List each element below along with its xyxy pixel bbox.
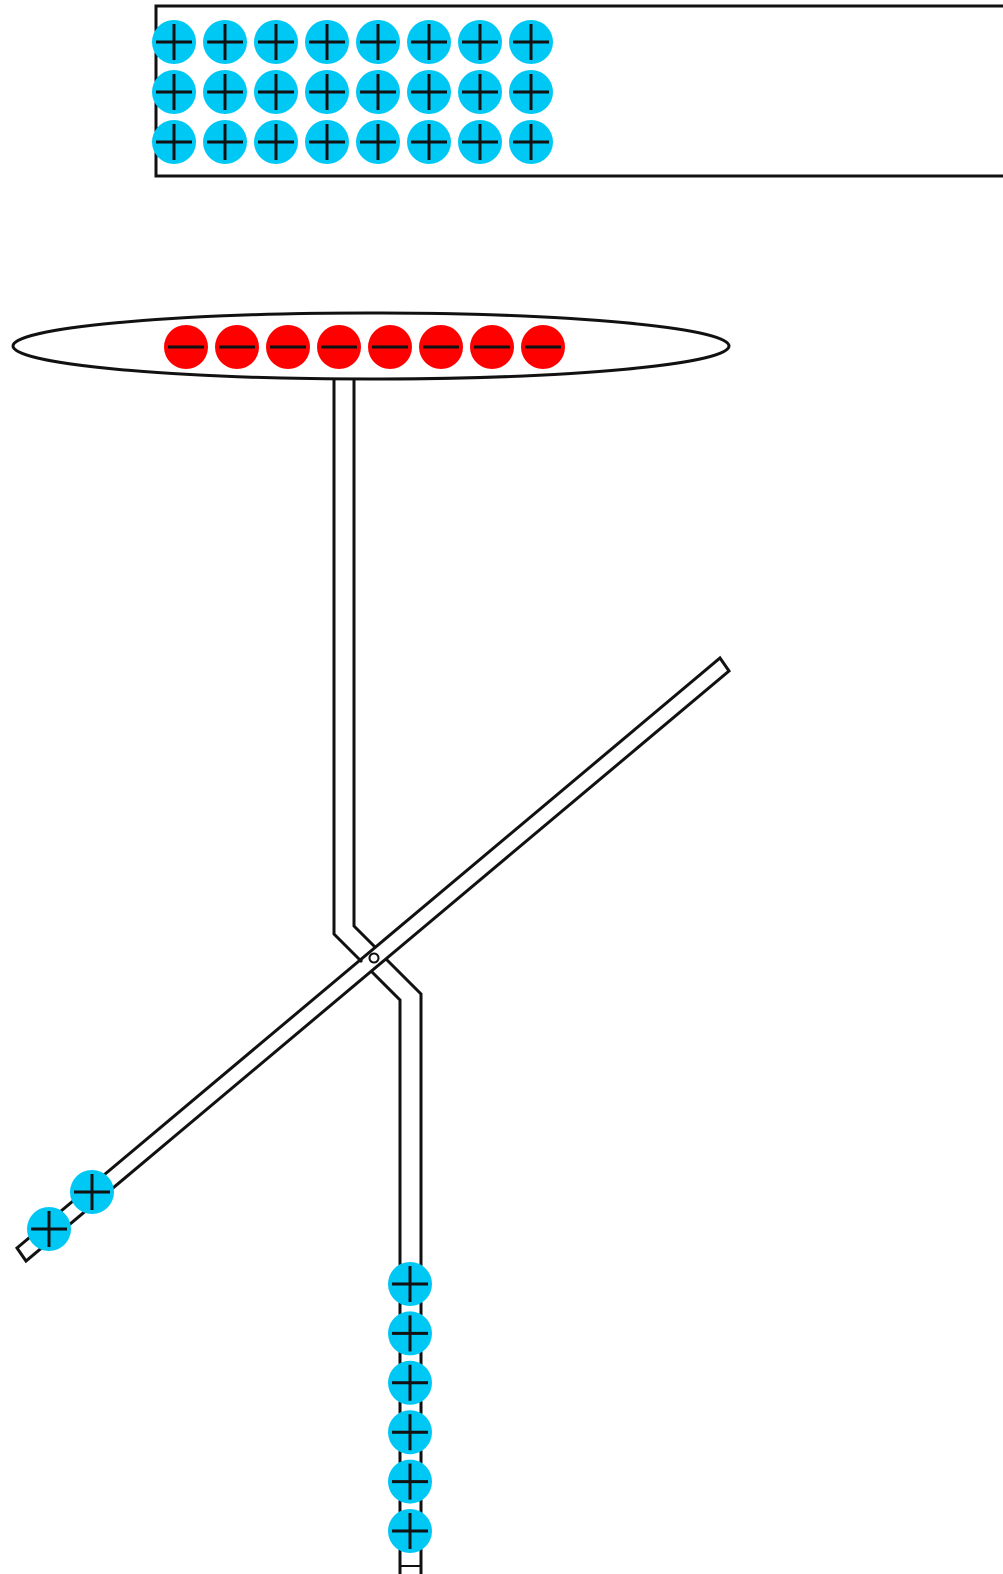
positive-charge-icon — [70, 1170, 114, 1214]
charged-rod — [152, 6, 1003, 176]
fixed-stem-charges — [388, 1262, 432, 1553]
negative-charge-icon — [317, 325, 361, 369]
negative-charge-icon — [521, 325, 565, 369]
positive-charge-icon — [152, 20, 196, 64]
positive-charge-icon — [407, 120, 451, 164]
positive-charge-icon — [254, 20, 298, 64]
positive-charge-icon — [27, 1207, 71, 1251]
positive-charge-icon — [356, 20, 400, 64]
negative-charge-icon — [368, 325, 412, 369]
positive-charge-icon — [254, 120, 298, 164]
positive-charge-icon — [203, 120, 247, 164]
positive-charge-icon — [203, 70, 247, 114]
negative-charge-icon — [470, 325, 514, 369]
negative-charge-icon — [215, 325, 259, 369]
positive-charge-icon — [509, 120, 553, 164]
positive-charge-icon — [254, 70, 298, 114]
positive-charge-icon — [152, 120, 196, 164]
positive-charge-icon — [388, 1460, 432, 1504]
positive-charge-icon — [458, 20, 502, 64]
negative-charge-icon — [164, 325, 208, 369]
positive-charge-icon — [388, 1509, 432, 1553]
positive-charge-icon — [152, 70, 196, 114]
positive-charge-icon — [388, 1410, 432, 1454]
negative-charge-icon — [266, 325, 310, 369]
positive-charge-icon — [305, 70, 349, 114]
positive-charge-icon — [388, 1262, 432, 1306]
electroscope — [13, 313, 729, 1574]
positive-charge-icon — [458, 120, 502, 164]
negative-charge-icon — [419, 325, 463, 369]
positive-charge-icon — [305, 120, 349, 164]
positive-charge-icon — [509, 70, 553, 114]
pivot — [370, 954, 379, 963]
positive-charge-icon — [458, 70, 502, 114]
stem-left-edge — [334, 380, 362, 962]
positive-charge-icon — [388, 1361, 432, 1405]
positive-charge-icon — [203, 20, 247, 64]
stem-right-edge — [354, 380, 376, 948]
charged-rod-charges — [152, 20, 553, 164]
positive-charge-icon — [388, 1311, 432, 1355]
positive-charge-icon — [407, 20, 451, 64]
positive-charge-icon — [356, 120, 400, 164]
positive-charge-icon — [407, 70, 451, 114]
positive-charge-icon — [509, 20, 553, 64]
positive-charge-icon — [356, 70, 400, 114]
positive-charge-icon — [305, 20, 349, 64]
